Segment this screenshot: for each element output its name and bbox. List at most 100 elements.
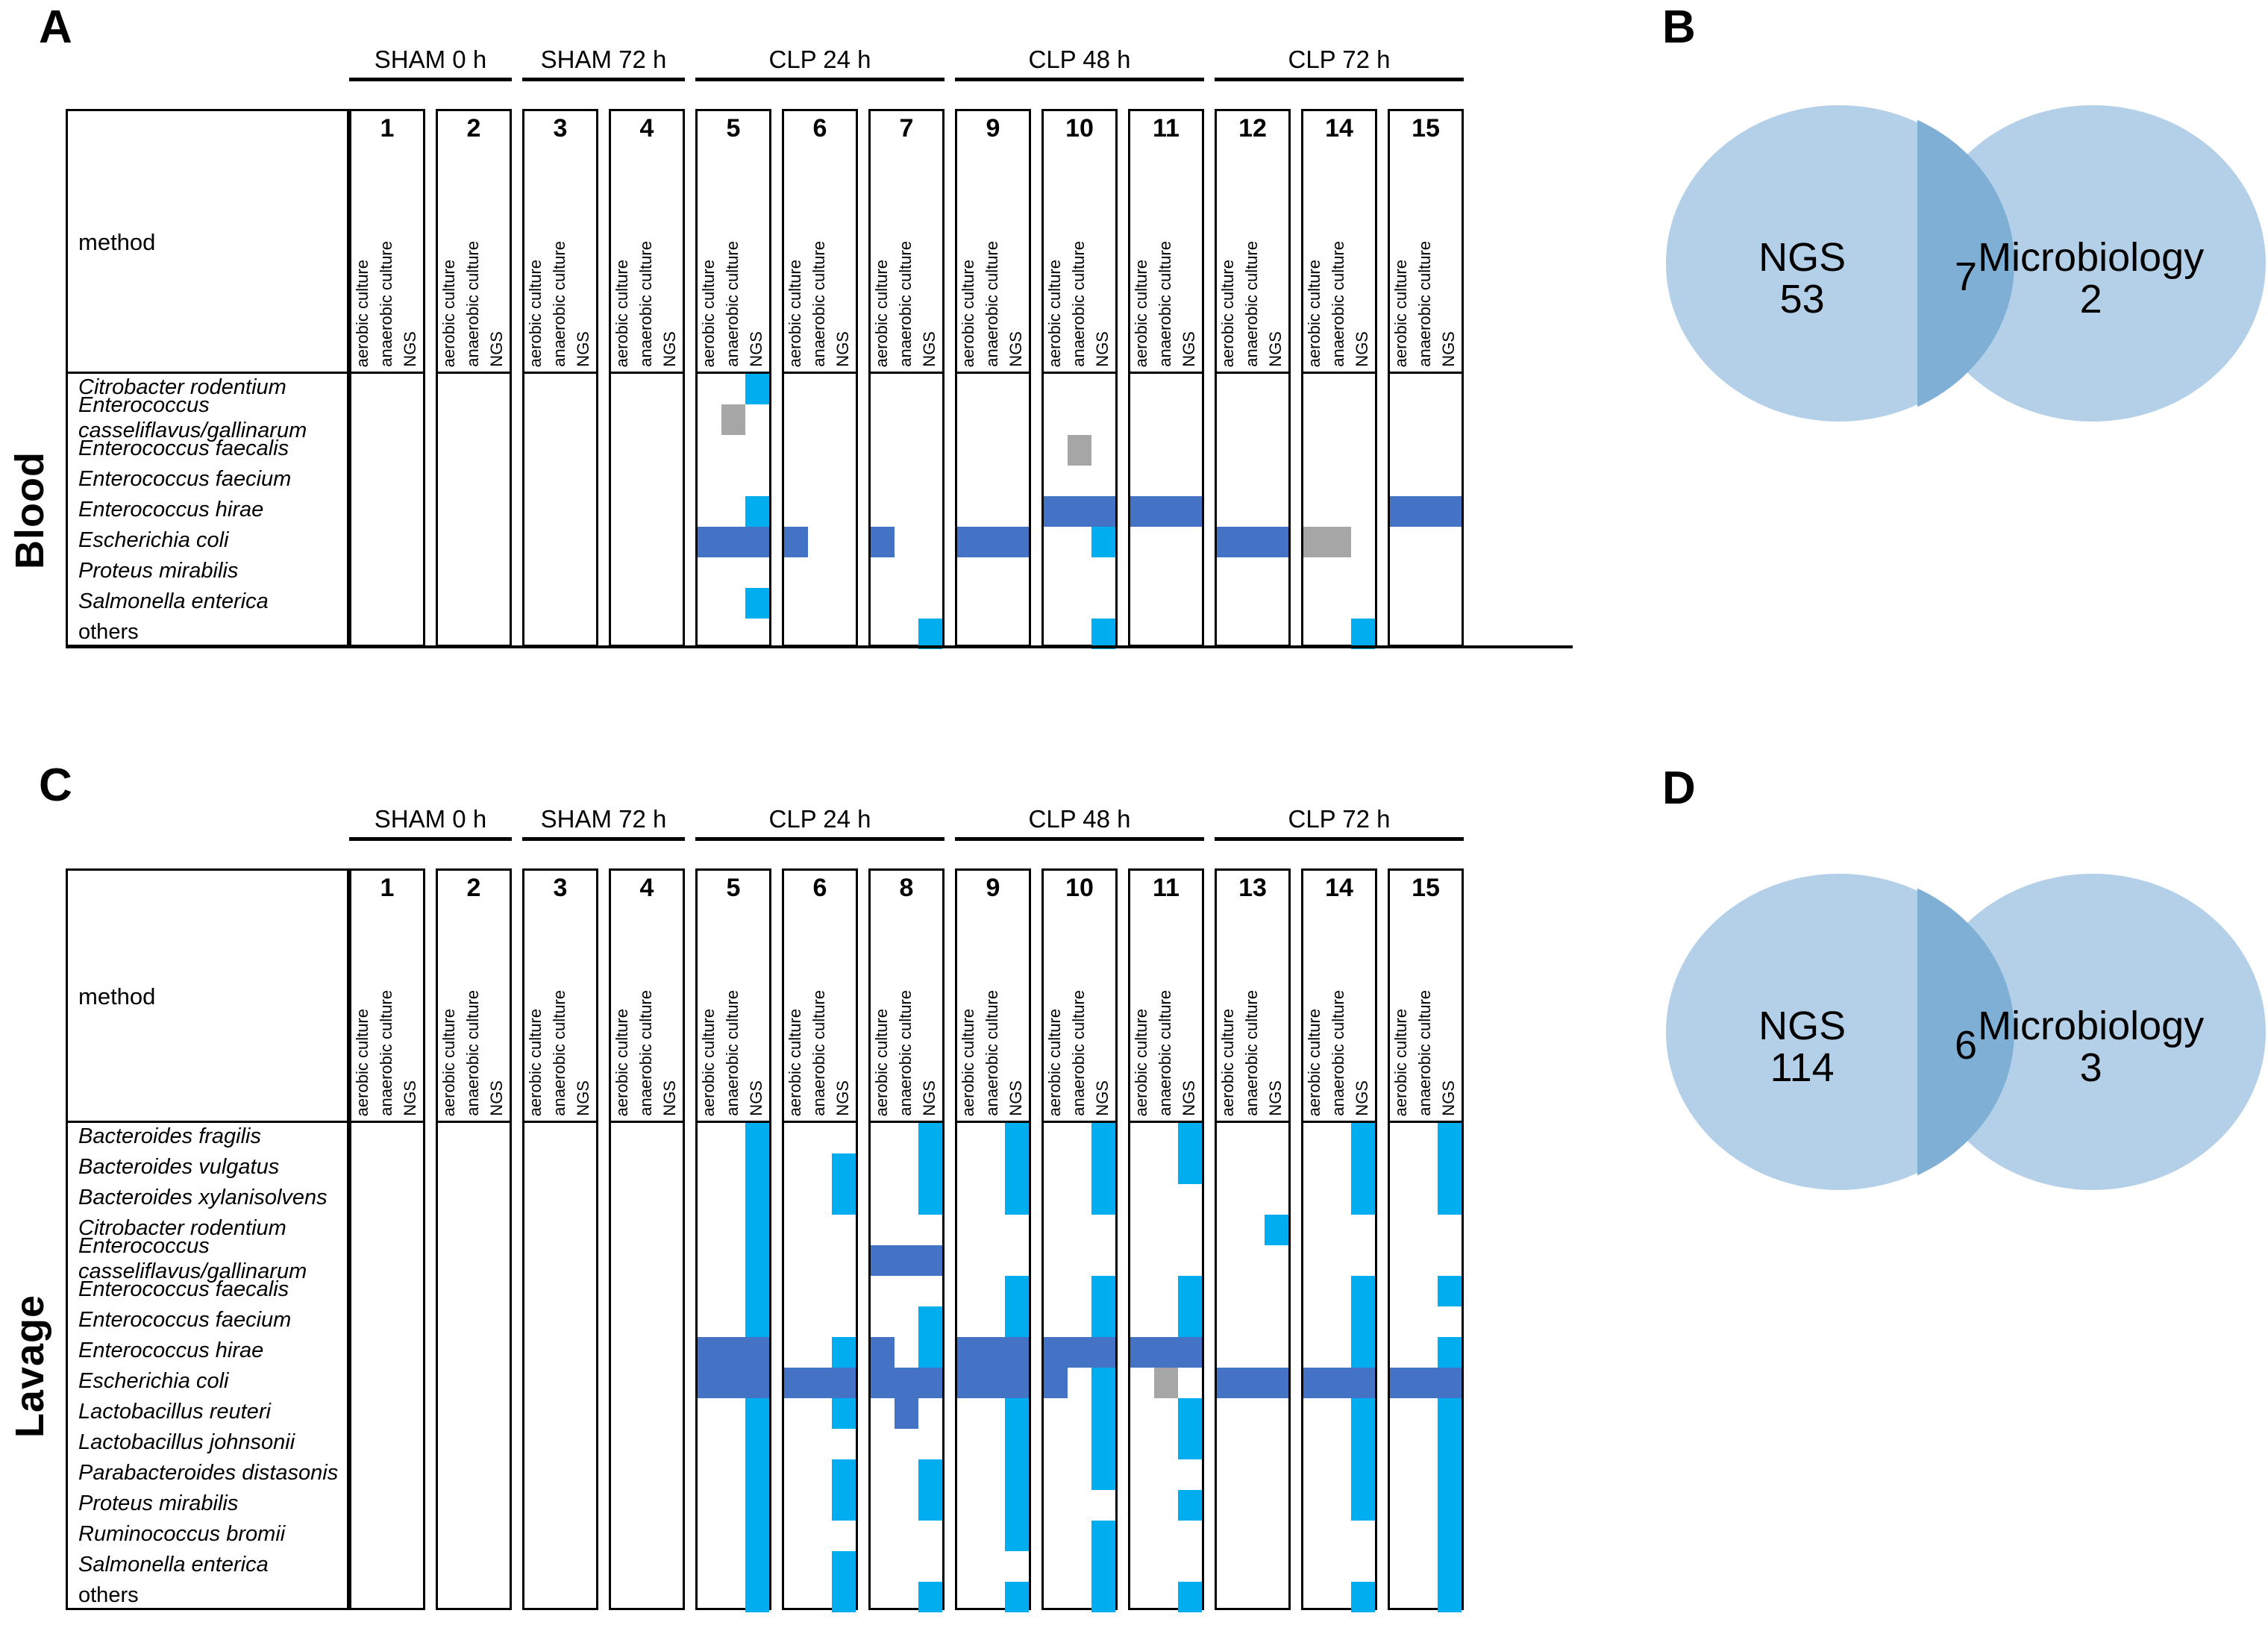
venn-right-ellipse (1917, 103, 2268, 424)
method-column-label-aerobic-culture: aerobic culture (959, 1008, 977, 1116)
method-cell-column (1091, 374, 1115, 649)
data-cell (1351, 1184, 1375, 1215)
data-cell (1005, 1429, 1029, 1459)
data-cell (895, 1398, 918, 1429)
data-cell (832, 1551, 856, 1582)
panel-c-side-label: Lavage (7, 1294, 52, 1439)
data-cell (1351, 1276, 1375, 1306)
group-header-rule (349, 78, 512, 81)
data-cell (1005, 1123, 1029, 1153)
method-cell-column (375, 374, 399, 645)
animal-number: 9 (986, 874, 1000, 902)
venn-right-label: Microbiology (1978, 235, 2205, 281)
method-cell-column (871, 374, 895, 645)
animal-number: 6 (812, 874, 827, 902)
method-column-label-NGS: NGS (1439, 331, 1458, 367)
data-cell (1351, 1398, 1375, 1429)
data-cell (918, 1245, 942, 1276)
data-cell (808, 1368, 832, 1398)
animal-number: 11 (1153, 874, 1180, 902)
method-cell-column (1068, 1123, 1091, 1608)
method-column-label-anaerobic-culture: anaerobic culture (723, 990, 742, 1116)
method-column-label-anaerobic-culture: anaerobic culture (1242, 241, 1261, 367)
group-header-3: CLP 48 h (955, 45, 1204, 81)
method-cell-column (486, 1123, 510, 1608)
panel-a-side-label: Blood (7, 451, 52, 569)
data-cell (1351, 1368, 1375, 1398)
species-label: others (78, 1583, 139, 1607)
method-column-label-anaerobic-culture: anaerobic culture (1329, 241, 1347, 367)
method-column-label-aerobic-culture: aerobic culture (699, 259, 718, 367)
method-column-label-NGS: NGS (1439, 1080, 1458, 1116)
method-cell-column (918, 374, 942, 649)
data-cell (1265, 527, 1288, 557)
data-cell (1438, 496, 1462, 527)
data-cell (1351, 1582, 1375, 1612)
data-cell (745, 1551, 769, 1582)
method-cell-column (698, 1123, 721, 1608)
method-column-label-aerobic-culture: aerobic culture (1305, 259, 1323, 367)
group-header-3: CLP 48 h (955, 804, 1204, 841)
data-cell (871, 1368, 895, 1398)
animal-number: 7 (899, 114, 914, 143)
data-cell (1068, 496, 1091, 527)
panel-c-letter: C (39, 760, 72, 811)
data-cell (918, 1459, 942, 1490)
method-column-label-anaerobic-culture: anaerobic culture (1415, 241, 1434, 367)
method-column-label-NGS: NGS (401, 1080, 419, 1116)
method-column-label-NGS: NGS (574, 1080, 592, 1116)
data-cell (981, 527, 1005, 557)
data-cell (957, 1337, 981, 1368)
method-cell-column (981, 374, 1005, 645)
method-cell-column (871, 1123, 895, 1608)
method-column-label-anaerobic-culture: anaerobic culture (1156, 241, 1174, 367)
method-cell-column (745, 1123, 769, 1612)
table-baseline-rule (66, 645, 1573, 648)
method-column-label-anaerobic-culture: anaerobic culture (1415, 990, 1434, 1116)
method-cell-column (572, 1123, 596, 1608)
method-column-label-aerobic-culture: aerobic culture (959, 259, 977, 367)
method-cell-column (1414, 374, 1438, 645)
species-label: Enterococcus faecalis (78, 1277, 289, 1301)
method-column-label-anaerobic-culture: anaerobic culture (983, 990, 1001, 1116)
data-cell (1178, 1123, 1202, 1153)
data-cell (871, 527, 895, 557)
data-cell (1091, 1337, 1115, 1368)
data-cell (918, 1153, 942, 1184)
data-cell (1130, 1337, 1154, 1368)
species-label: Lactobacillus reuteri (78, 1399, 271, 1424)
method-column-label-anaerobic-culture: anaerobic culture (1069, 990, 1088, 1116)
data-cell (745, 1398, 769, 1429)
method-cell-column (1327, 1123, 1351, 1608)
method-column-label-NGS: NGS (574, 331, 592, 367)
method-cell-column (462, 374, 486, 645)
species-label: Enterococcus faecalis (78, 436, 289, 460)
data-cell (1351, 1429, 1375, 1459)
data-cell (1351, 1153, 1375, 1184)
method-column-label-NGS: NGS (833, 1080, 852, 1116)
group-header-label: CLP 48 h (1028, 805, 1131, 833)
data-cell (1005, 1582, 1029, 1612)
method-cell-column (895, 1123, 918, 1608)
group-header-4: CLP 72 h (1215, 804, 1464, 841)
method-column-label-anaerobic-culture: anaerobic culture (1242, 990, 1261, 1116)
method-cell-column (486, 374, 510, 645)
animal-number: 14 (1325, 114, 1353, 143)
venn-overlap-value: 6 (1954, 1023, 1978, 1068)
method-cell-column (659, 374, 683, 645)
method-cell-column (1005, 1123, 1029, 1612)
group-header-rule (955, 78, 1204, 81)
method-column-label-aerobic-culture: aerobic culture (1218, 1008, 1237, 1116)
group-header-2: CLP 24 h (695, 45, 945, 81)
